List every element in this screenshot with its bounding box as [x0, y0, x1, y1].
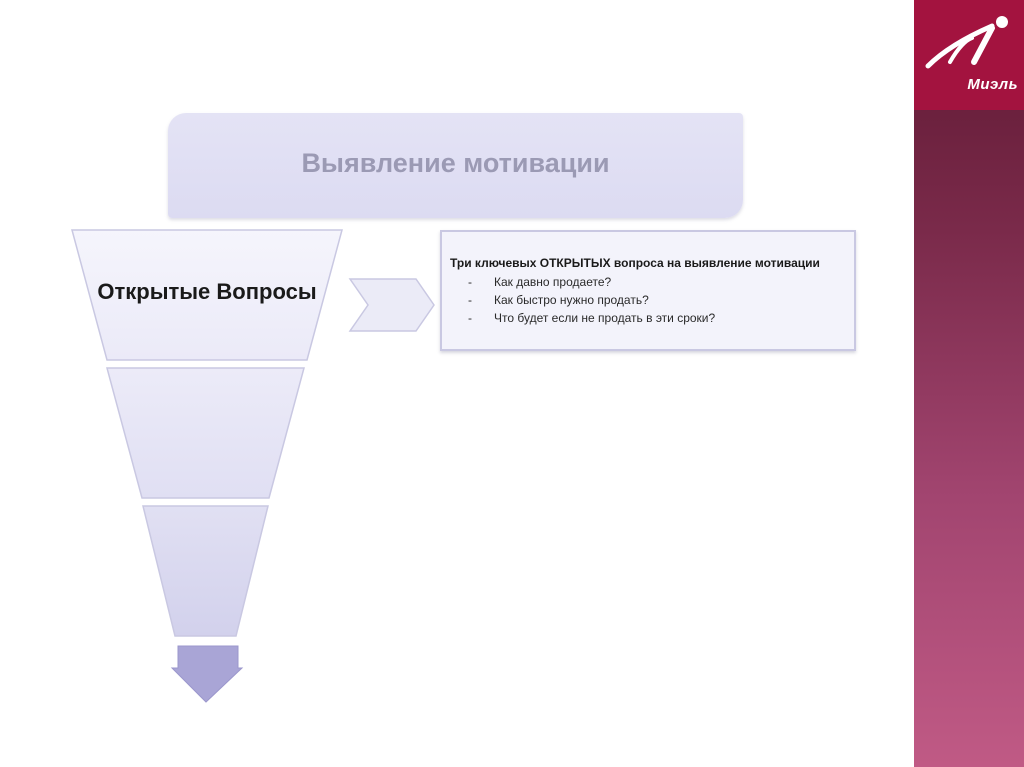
list-item-text: Как давно продаете? — [494, 275, 612, 289]
funnel-down-arrow-icon — [170, 645, 244, 703]
list-item: - Как быстро нужно продать? — [450, 291, 844, 309]
title-band — [168, 113, 743, 218]
info-heading: Три ключевых ОТКРЫТЫХ вопроса на выявлен… — [450, 256, 820, 270]
funnel-segment-bottom — [142, 505, 269, 637]
list-item-text: Как быстро нужно продать? — [494, 293, 649, 307]
funnel — [71, 229, 343, 703]
list-item: - Что будет если не продать в эти сроки? — [450, 309, 844, 327]
bullet-marker: - — [468, 293, 472, 307]
brand-logo-text: Миэль — [967, 76, 1018, 93]
page-title: Выявление мотивации — [301, 148, 610, 178]
list-item: - Как давно продаете? — [450, 273, 844, 291]
bullet-marker: - — [468, 311, 472, 325]
funnel-segment-top — [71, 229, 343, 361]
info-list: - Как давно продаете? - Как быстро нужно п… — [450, 273, 844, 327]
funnel-segment-middle — [106, 367, 305, 499]
funnel-top-label: Открытые Вопросы — [97, 279, 317, 304]
chevron-right-icon — [348, 278, 435, 332]
bullet-marker: - — [468, 275, 472, 289]
brand-strip — [914, 0, 1024, 767]
brand-logo-icon — [925, 16, 1008, 69]
brand-logo — [914, 0, 1024, 110]
list-item-text: Что будет если не продать в эти сроки? — [494, 311, 716, 325]
info-box: Три ключевых ОТКРЫТЫХ вопроса на выявлен… — [440, 230, 856, 351]
